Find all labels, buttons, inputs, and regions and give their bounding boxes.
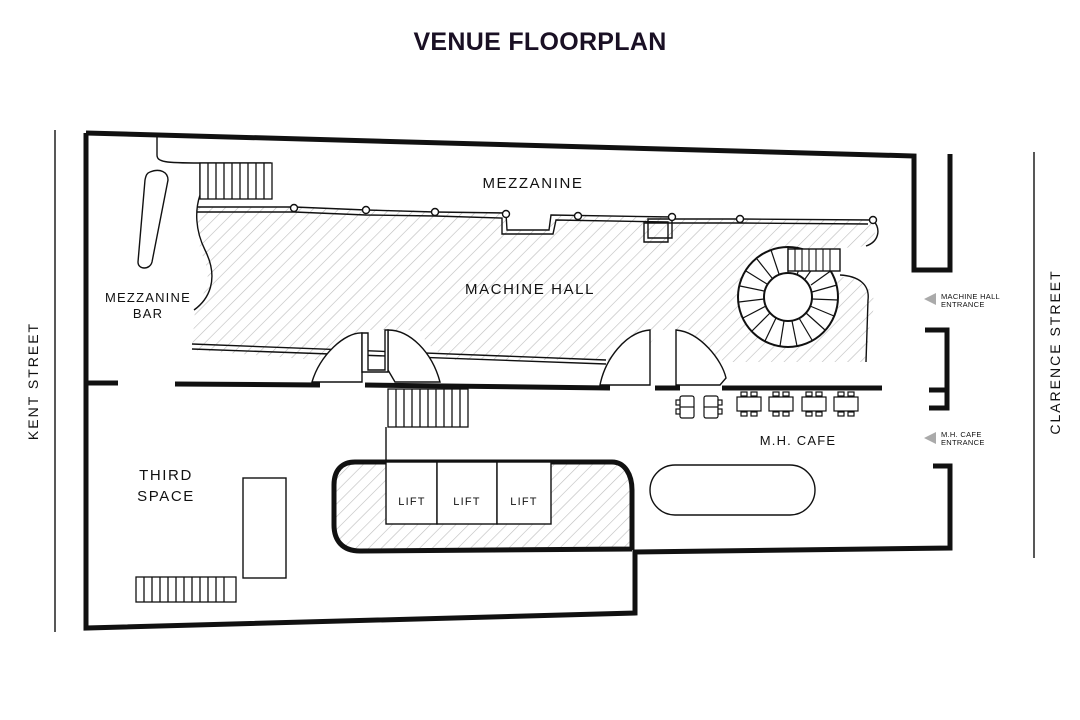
balcony-column <box>501 209 511 219</box>
label-clarence-street: CLARENCE STREET <box>1047 269 1063 434</box>
page-title: VENUE FLOORPLAN <box>413 28 667 56</box>
arch-small <box>361 329 389 373</box>
label-machine-hall-entrance-1: MACHINE HALL <box>941 292 1000 301</box>
mezzanine-balcony-edge-inner <box>197 211 869 243</box>
divider-wall-2 <box>174 381 321 388</box>
balcony-column <box>361 205 371 215</box>
balcony-column <box>735 214 745 224</box>
label-mh-cafe: M.H. CAFE <box>760 433 837 448</box>
third-space-stair <box>135 576 237 603</box>
balcony-column <box>430 207 440 217</box>
cafe-entrance-wall <box>929 387 950 411</box>
label-machine-hall-entrance-2: ENTRANCE <box>941 300 985 309</box>
label-lift-1: LIFT <box>398 496 425 508</box>
cafe-bar-counter <box>649 464 816 516</box>
building-wall-top <box>83 133 953 631</box>
label-mezzanine: MEZZANINE <box>482 175 583 192</box>
arch-openings <box>311 329 727 386</box>
balcony-column <box>289 203 299 213</box>
machine-hall-entrance-arrow-icon <box>924 293 936 305</box>
label-kent-street: KENT STREET <box>25 322 41 440</box>
label-third-space-1: THIRD <box>139 467 193 484</box>
balcony-column <box>573 211 583 221</box>
third-space-counter <box>242 477 287 579</box>
balcony-column <box>868 215 878 225</box>
label-mezzanine-bar-2: BAR <box>133 306 163 321</box>
mezzanine-bar-counter <box>137 169 169 269</box>
label-machine-hall: MACHINE HALL <box>465 281 595 298</box>
label-lift-2: LIFT <box>453 496 480 508</box>
machine-hall-floor <box>192 207 876 362</box>
lift-shafts <box>385 461 552 525</box>
label-cafe-entrance-2: ENTRANCE <box>941 438 985 447</box>
arch-right-b <box>675 329 727 386</box>
central-stair <box>385 388 469 462</box>
lift-core-wall <box>331 459 635 554</box>
label-third-space-2: SPACE <box>137 488 195 505</box>
building-wall-upper <box>85 130 953 273</box>
mezzanine-stair <box>156 137 273 311</box>
machine-hall-entrance-wall <box>925 327 950 393</box>
divider-wall-3 <box>364 382 611 391</box>
arch-left-b <box>387 329 441 383</box>
spiral-staircase <box>737 246 841 348</box>
arch-right-a <box>599 329 651 386</box>
balcony-columns <box>289 203 878 225</box>
label-lift-3: LIFT <box>510 496 537 508</box>
label-mezzanine-bar-1: MEZZANINE <box>105 290 191 305</box>
label-cafe-entrance-1: M.H. CAFE <box>941 430 982 439</box>
balcony-column <box>667 212 677 222</box>
cafe-furniture <box>675 391 859 419</box>
cafe-entrance-arrow-icon <box>924 432 936 444</box>
